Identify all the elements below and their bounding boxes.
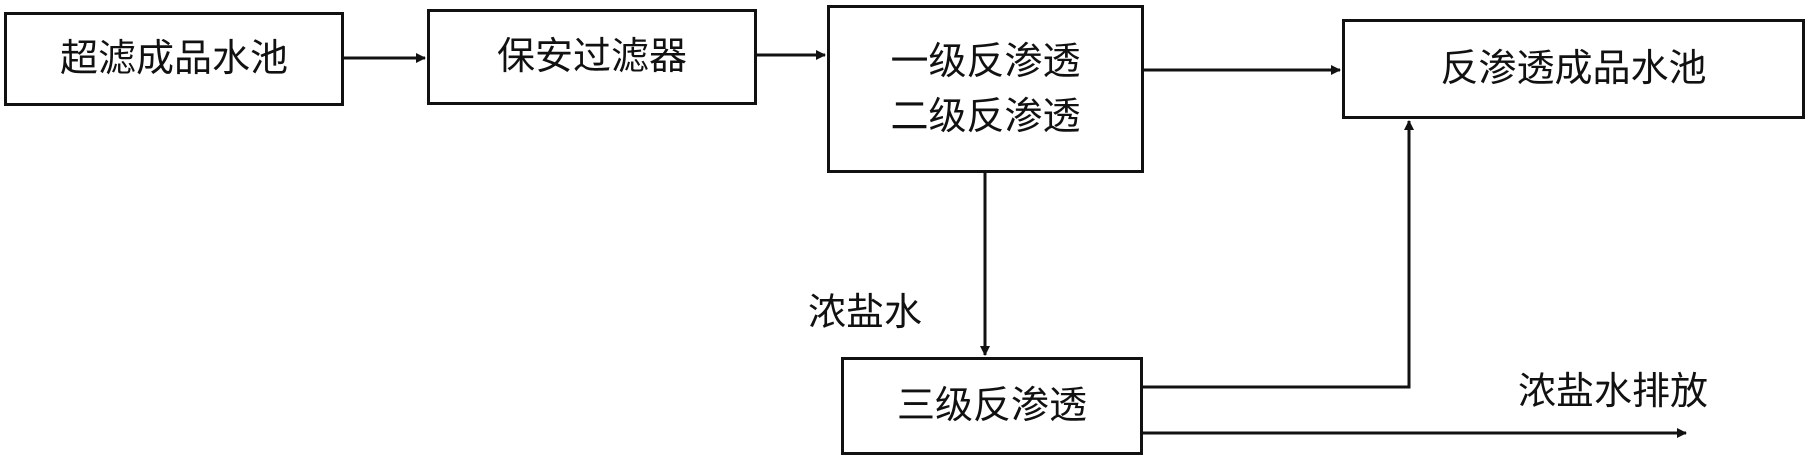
ro-stage3-box: 三级反渗透 — [841, 357, 1143, 455]
ro-stage2-label: 二级反渗透 — [890, 94, 1081, 138]
concentrate-discharge-label: 浓盐水排放 — [1518, 369, 1709, 413]
ro-stage1-label: 一级反渗透 — [890, 38, 1081, 83]
ro-stage1-stage2-box: 一级反渗透 二级反渗透 — [827, 5, 1144, 173]
ro-product-tank-box: 反渗透成品水池 — [1342, 19, 1805, 119]
uf-product-tank-label: 超滤成品水池 — [59, 36, 288, 81]
security-filter-box: 保安过滤器 — [427, 9, 757, 105]
ro-product-tank-label: 反渗透成品水池 — [1440, 46, 1707, 91]
security-filter-label: 保安过滤器 — [496, 34, 687, 79]
ro-stage3-label: 三级反渗透 — [896, 383, 1087, 428]
arrow-ro-stage3-to-product-tank — [1143, 120, 1414, 389]
uf-product-tank-box: 超滤成品水池 — [4, 12, 344, 106]
concentrate-label: 浓盐水 — [808, 290, 923, 334]
